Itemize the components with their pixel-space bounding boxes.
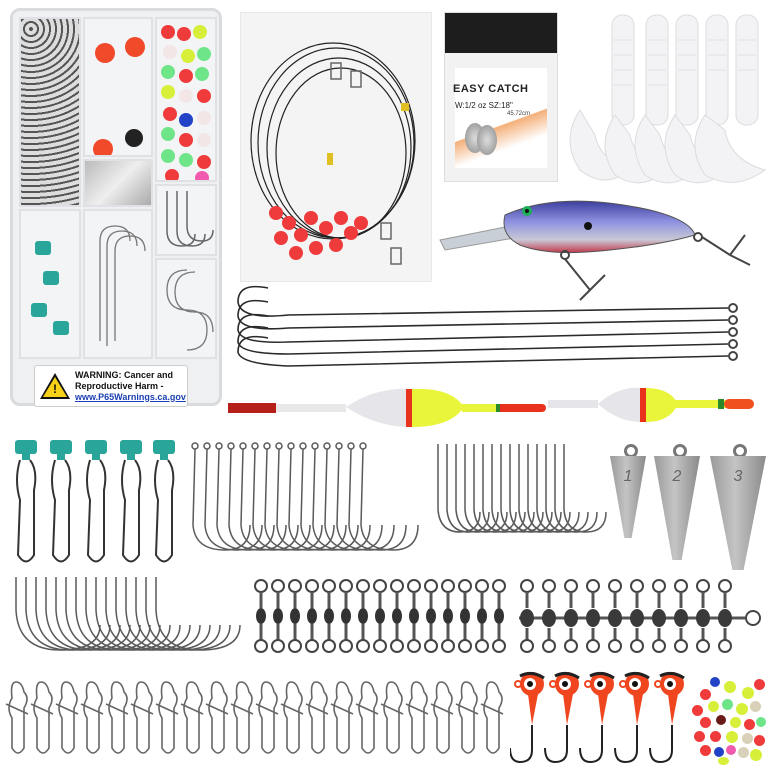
packet-header bbox=[445, 13, 557, 53]
sinker-eye bbox=[624, 444, 638, 458]
sinker-eye bbox=[673, 444, 687, 458]
compartment-jigs bbox=[83, 17, 153, 157]
pyramid-sinker-1: 1 bbox=[610, 456, 646, 538]
warning-link[interactable]: www.P65Warnings.ca.gov bbox=[75, 391, 186, 402]
snap-clips bbox=[4, 678, 504, 758]
pyramid-sinkers: 1 2 3 bbox=[610, 440, 768, 570]
packet-metric: 45.72cm bbox=[507, 111, 531, 117]
jig-head bbox=[93, 139, 113, 155]
compartment-hooks-circle bbox=[155, 258, 217, 359]
snelled-hooks bbox=[228, 280, 763, 370]
compartment-hooks-long bbox=[83, 209, 153, 359]
three-way-swivels bbox=[515, 578, 765, 658]
jig-heads bbox=[509, 670, 690, 765]
compartment-hooks-small bbox=[155, 184, 217, 256]
baitholder-hooks bbox=[430, 440, 620, 540]
packet-title: EASY CATCH bbox=[453, 83, 529, 95]
p65-warning-label: ! WARNING: Cancer and Reproductive Harm … bbox=[34, 365, 188, 407]
warning-line-2: Reproductive Harm - bbox=[75, 380, 164, 391]
jig-head bbox=[95, 43, 115, 63]
easy-catch-packet: EASY CATCH W:1/2 oz SZ:18" 45.72cm bbox=[444, 12, 558, 182]
assorted-beads bbox=[690, 675, 768, 765]
warning-triangle-icon: ! bbox=[40, 373, 70, 399]
grub-tails bbox=[560, 10, 768, 190]
crankbait-lure bbox=[430, 185, 760, 305]
circle-hooks bbox=[10, 575, 255, 660]
barrel-swivels bbox=[253, 578, 508, 658]
jig-head bbox=[125, 129, 143, 147]
jig-head bbox=[125, 37, 145, 57]
compartment-beads bbox=[155, 17, 217, 182]
sinker-slides bbox=[10, 440, 180, 570]
packet-sinker bbox=[477, 125, 497, 155]
warning-line-1: WARNING: Cancer and bbox=[75, 369, 174, 380]
packet-subtitle: W:1/2 oz SZ:18" bbox=[455, 101, 513, 110]
bobber-float-large bbox=[226, 385, 556, 430]
compartment-swivels bbox=[19, 17, 81, 207]
pyramid-sinker-3: 3 bbox=[710, 456, 766, 570]
compartment-sinker-slides bbox=[19, 209, 81, 359]
pyramid-sinker-2: 2 bbox=[654, 456, 700, 560]
octopus-hooks bbox=[185, 440, 430, 560]
bobber-float-small bbox=[548, 382, 758, 427]
sinker-eye bbox=[733, 444, 747, 458]
compartment-sinkers bbox=[83, 159, 153, 207]
tackle-box bbox=[10, 8, 222, 406]
wire-leader-bag bbox=[240, 12, 432, 282]
